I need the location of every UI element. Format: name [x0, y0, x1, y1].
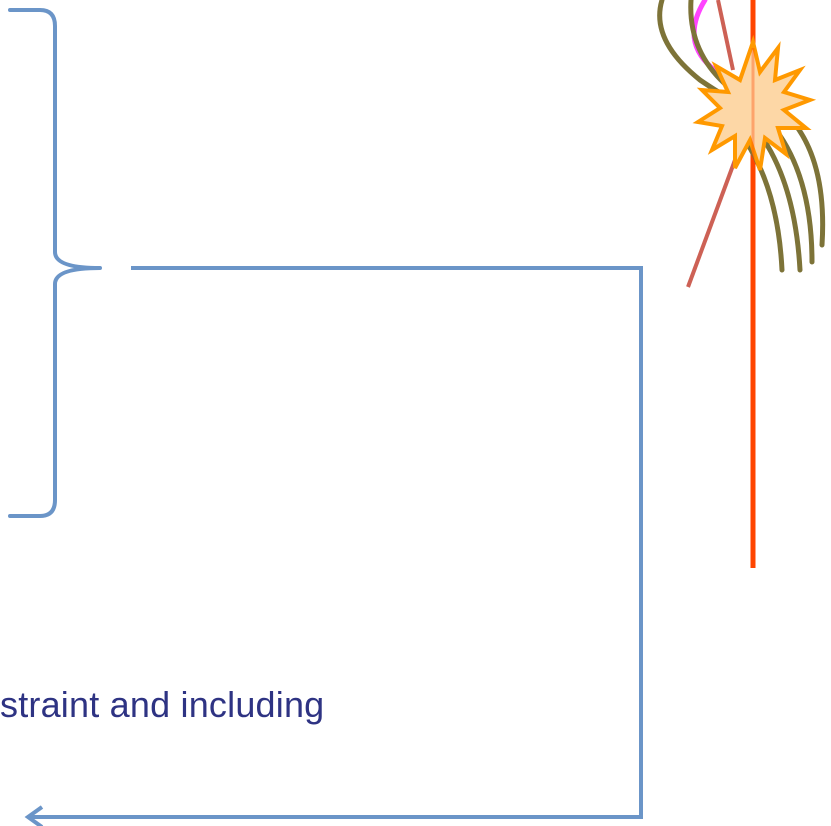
jet-line [688, 160, 735, 287]
curly-brace [10, 10, 100, 516]
caption-text: straint and including [0, 683, 324, 727]
jet-line-upper [718, 0, 733, 70]
connector-line [30, 268, 641, 817]
